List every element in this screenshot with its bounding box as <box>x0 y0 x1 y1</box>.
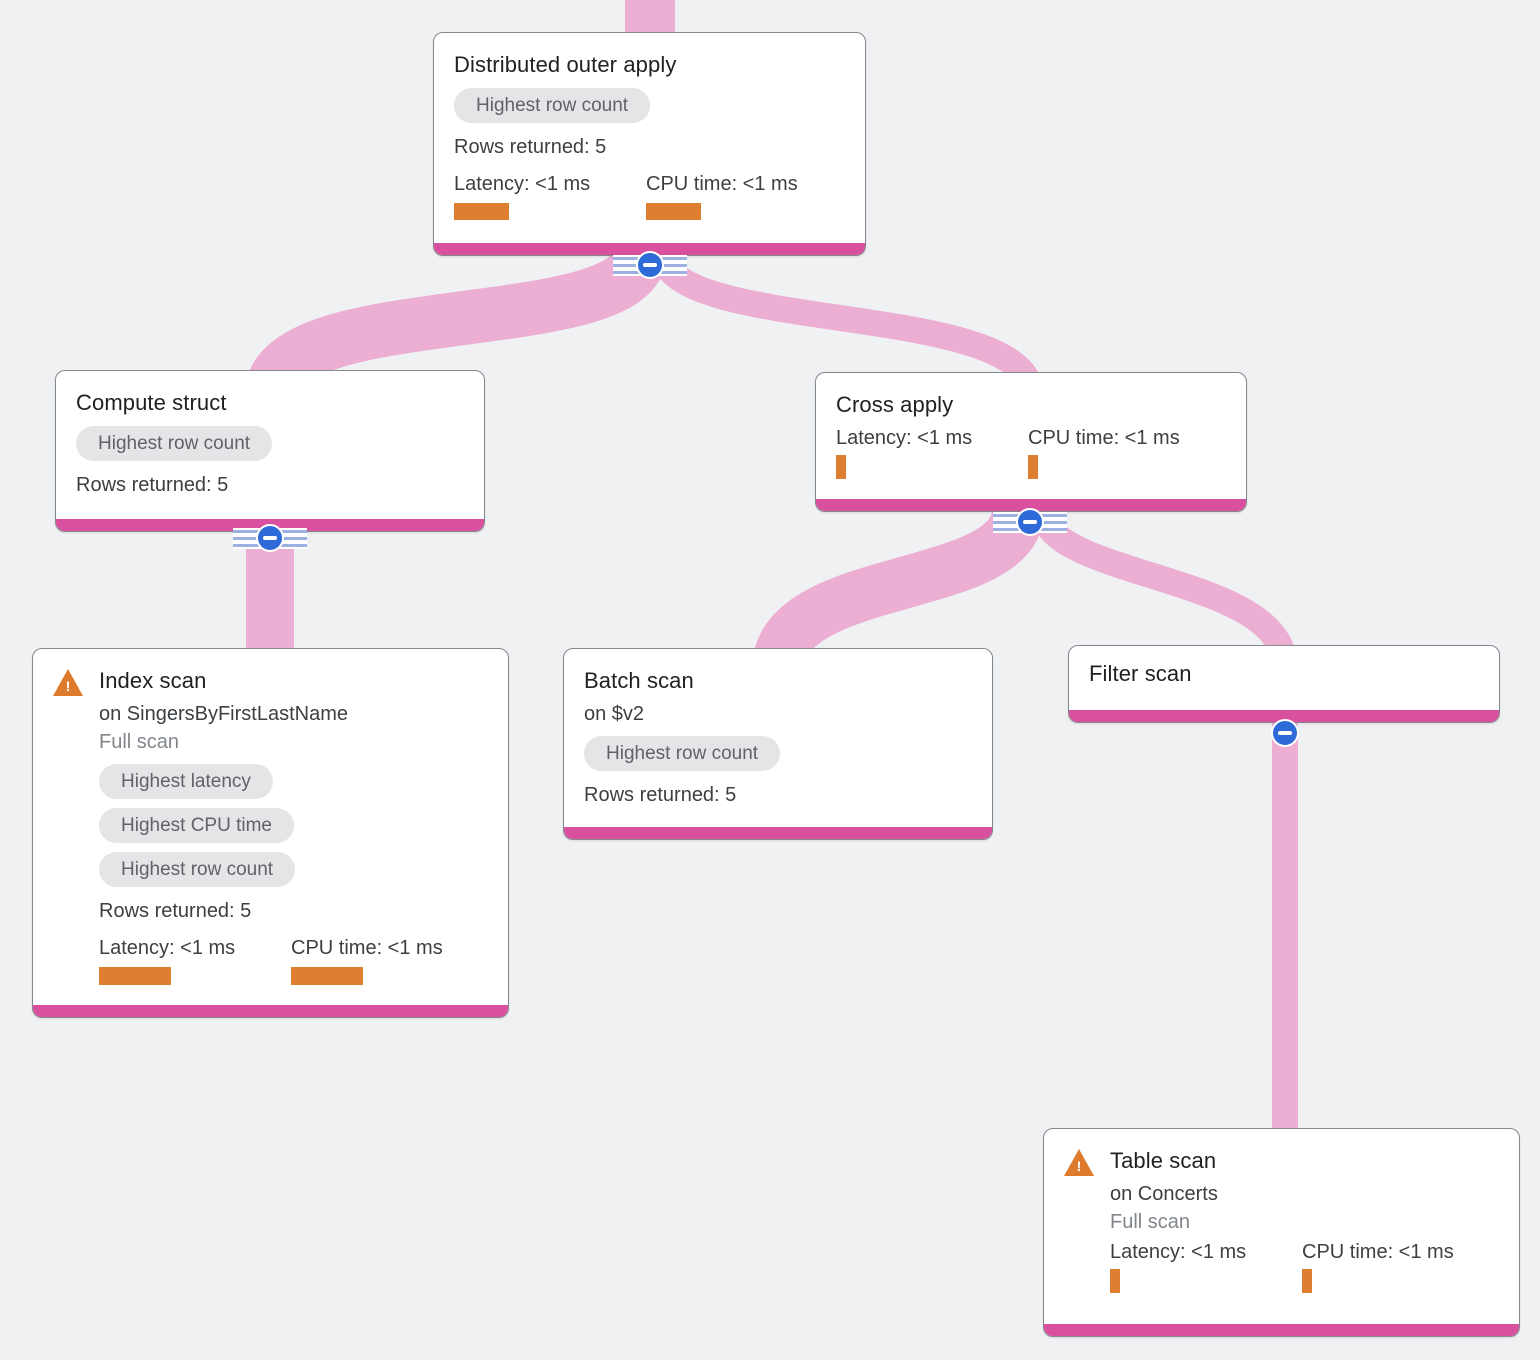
node-title: Filter scan <box>1089 661 1192 686</box>
collapse-minus-icon <box>636 251 664 279</box>
node-title: Batch scan <box>584 668 694 693</box>
metrics-row: Latency: <1 ms CPU time: <1 ms <box>454 171 845 220</box>
latency-label: Latency: <1 ms <box>99 937 236 959</box>
cpu-metric: CPU time: <1 ms <box>646 171 798 220</box>
latency-bar <box>99 967 171 985</box>
rows-returned: Rows returned: 5 <box>584 784 737 806</box>
node-title: Cross apply <box>836 392 954 417</box>
latency-metric: Latency: <1 ms <box>1110 1239 1302 1293</box>
badge-highest-row-count: Highest row count <box>584 736 781 771</box>
scan-type-label: Full scan <box>99 731 180 753</box>
collapse-button-filter-scan[interactable] <box>1271 719 1299 747</box>
warning-icon: ! <box>1064 1149 1094 1176</box>
collapse-minus-icon <box>1016 508 1044 536</box>
latency-bar <box>454 203 509 220</box>
rows-returned: Rows returned: 5 <box>99 900 252 922</box>
cpu-time-label: CPU time: <1 ms <box>646 173 798 195</box>
scan-type-label: Full scan <box>1110 1211 1191 1233</box>
edge-cross-apply-to-filter-scan <box>1030 507 1297 667</box>
node-bottom-bar <box>564 827 992 839</box>
collapse-button-compute-struct[interactable] <box>233 524 307 552</box>
latency-bar <box>1110 1269 1120 1293</box>
rows-returned: Rows returned: 5 <box>454 136 607 158</box>
warning-glyph: ! <box>1076 1158 1082 1174</box>
cpu-time-label: CPU time: <1 ms <box>1302 1241 1454 1263</box>
cpu-time-label: CPU time: <1 ms <box>1028 427 1180 449</box>
latency-label: Latency: <1 ms <box>1110 1241 1247 1263</box>
badge-list: Highest row count <box>76 417 464 461</box>
node-bottom-bar <box>33 1005 508 1017</box>
node-compute-struct[interactable]: Compute struct Highest row count Rows re… <box>55 370 485 532</box>
icon-column: ! <box>1064 1147 1096 1314</box>
cpu-metric: CPU time: <1 ms <box>1302 1239 1454 1293</box>
metrics-row: Latency: <1 ms CPU time: <1 ms <box>99 935 488 985</box>
node-subtitle: on Concerts <box>1110 1183 1218 1205</box>
metrics-row: Latency: <1 ms CPU time: <1 ms <box>836 425 1226 479</box>
icon-column: ! <box>53 667 85 995</box>
rows-returned: Rows returned: 5 <box>76 474 229 496</box>
cpu-time-bar <box>1302 1269 1312 1293</box>
edge-root-to-compute-struct <box>245 247 667 400</box>
cpu-time-label: CPU time: <1 ms <box>291 937 443 959</box>
latency-label: Latency: <1 ms <box>454 173 591 195</box>
latency-metric: Latency: <1 ms <box>454 171 646 220</box>
collapse-minus-icon <box>1271 719 1299 747</box>
edge-root-to-cross-apply <box>650 249 1044 397</box>
node-title: Table scan <box>1110 1148 1217 1173</box>
node-subtitle: on SingersByFirstLastName <box>99 703 348 725</box>
collapse-button-distributed-outer-apply[interactable] <box>613 251 687 279</box>
cpu-time-bar <box>1028 455 1038 479</box>
metrics-row: Latency: <1 ms CPU time: <1 ms <box>1110 1239 1499 1293</box>
node-title: Compute struct <box>76 390 227 415</box>
cpu-time-bar <box>291 967 363 985</box>
badge-list: Highest row count <box>454 79 845 123</box>
badge-highest-row-count: Highest row count <box>76 426 273 461</box>
cpu-time-bar <box>646 203 701 220</box>
node-title: Index scan <box>99 668 207 693</box>
warning-icon: ! <box>53 669 83 696</box>
latency-metric: Latency: <1 ms <box>99 935 291 985</box>
node-bottom-bar <box>1069 710 1499 722</box>
node-title: Distributed outer apply <box>454 52 677 77</box>
node-bottom-bar <box>816 499 1246 511</box>
node-distributed-outer-apply[interactable]: Distributed outer apply Highest row coun… <box>433 32 866 256</box>
edge-cross-apply-to-batch-scan <box>752 506 1044 673</box>
node-index-scan[interactable]: ! Index scan on SingersByFirstLastName F… <box>32 648 509 1018</box>
latency-metric: Latency: <1 ms <box>836 425 1028 479</box>
node-subtitle: on $v2 <box>584 703 645 725</box>
collapse-button-cross-apply[interactable] <box>993 508 1067 536</box>
node-filter-scan[interactable]: Filter scan <box>1068 645 1500 723</box>
node-cross-apply[interactable]: Cross apply Latency: <1 ms CPU time: <1 … <box>815 372 1247 512</box>
badge-highest-latency: Highest latency <box>99 764 273 799</box>
latency-label: Latency: <1 ms <box>836 427 973 449</box>
node-table-scan[interactable]: ! Table scan on Concerts Full scan Laten… <box>1043 1128 1520 1337</box>
cpu-metric: CPU time: <1 ms <box>291 935 443 985</box>
badge-highest-cpu-time: Highest CPU time <box>99 808 294 843</box>
badge-list: Highest latency Highest CPU time Highest… <box>99 755 488 887</box>
node-batch-scan[interactable]: Batch scan on $v2 Highest row count Rows… <box>563 648 993 840</box>
latency-bar <box>836 455 846 479</box>
badge-highest-row-count: Highest row count <box>454 88 651 123</box>
node-bottom-bar <box>1044 1324 1519 1336</box>
badge-list: Highest row count <box>584 727 972 771</box>
warning-glyph: ! <box>65 678 71 694</box>
node-bottom-bar <box>434 243 865 255</box>
collapse-minus-icon <box>256 524 284 552</box>
cpu-metric: CPU time: <1 ms <box>1028 425 1180 479</box>
badge-highest-row-count: Highest row count <box>99 852 296 887</box>
